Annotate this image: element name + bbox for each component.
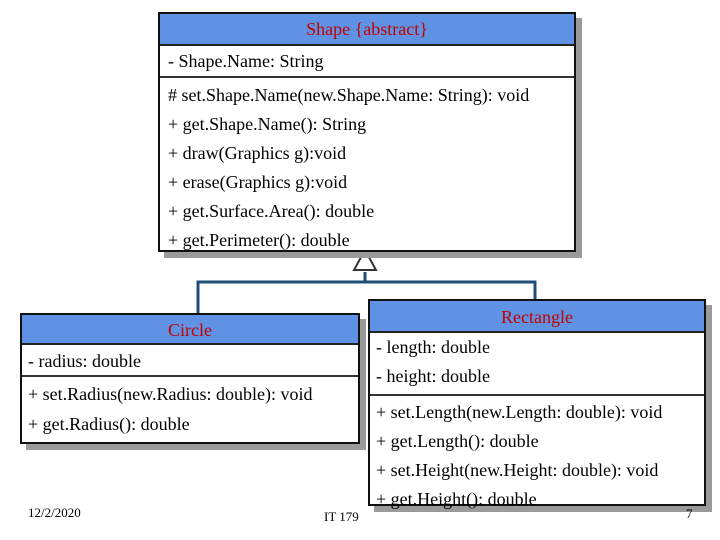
shape-method-item: + get.Surface.Area(): double [168,201,375,221]
rectangle-attribute-item: - height: double [376,366,490,386]
circle-method-item: + get.Radius(): double [28,414,190,434]
rectangle-method-item: + set.Length(new.Length: double): void [376,402,663,422]
footer-date: 12/2/2020 [28,505,81,520]
shape-attributes: - Shape.Name: String [160,46,574,78]
circle-class-title: Circle [22,315,358,345]
shape-method-item: + erase(Graphics g):void [168,172,348,192]
footer-course: IT 179 [324,509,359,524]
rectangle-class-box: Rectangle - length: double - height: dou… [368,299,706,509]
rectangle-method-item: + get.Height(): double [376,489,537,509]
footer-page-number: 7 [686,506,693,521]
circle-class-box: Circle - radius: double + set.Radius(new… [20,313,360,444]
rectangle-attributes: - length: double - height: double [370,333,704,396]
rectangle-class-name: Rectangle [501,307,573,327]
circle-class-name: Circle [168,320,212,340]
shape-class-title: Shape {abstract} [160,14,574,46]
shape-method-item: # set.Shape.Name(new.Shape.Name: String)… [168,85,530,105]
shape-class-box: Shape {abstract} - Shape.Name: String # … [158,12,576,252]
circle-method-item: + set.Radius(new.Radius: double): void [28,384,313,404]
generalization-arrowhead [352,247,378,271]
circle-attribute-item: - radius: double [28,351,141,371]
rectangle-methods: + set.Length(new.Length: double): void +… [370,396,704,514]
shape-class-name: Shape {abstract} [306,19,428,39]
rectangle-inheritance-line [365,280,537,300]
circle-methods: + set.Radius(new.Radius: double): void +… [22,377,358,439]
shape-methods: # set.Shape.Name(new.Shape.Name: String)… [160,78,574,255]
rectangle-method-item: + set.Height(new.Height: double): void [376,460,659,480]
circle-attributes: - radius: double [22,345,358,377]
rectangle-attribute-item: - length: double [376,337,490,357]
shape-method-item: + get.Shape.Name(): String [168,114,367,134]
rectangle-class-title: Rectangle [370,301,704,333]
shape-attribute-item: - Shape.Name: String [168,51,324,71]
shape-method-item: + get.Perimeter(): double [168,230,350,250]
shape-method-item: + draw(Graphics g):void [168,143,347,163]
circle-inheritance-line [196,272,367,315]
rectangle-method-item: + get.Length(): double [376,431,539,451]
